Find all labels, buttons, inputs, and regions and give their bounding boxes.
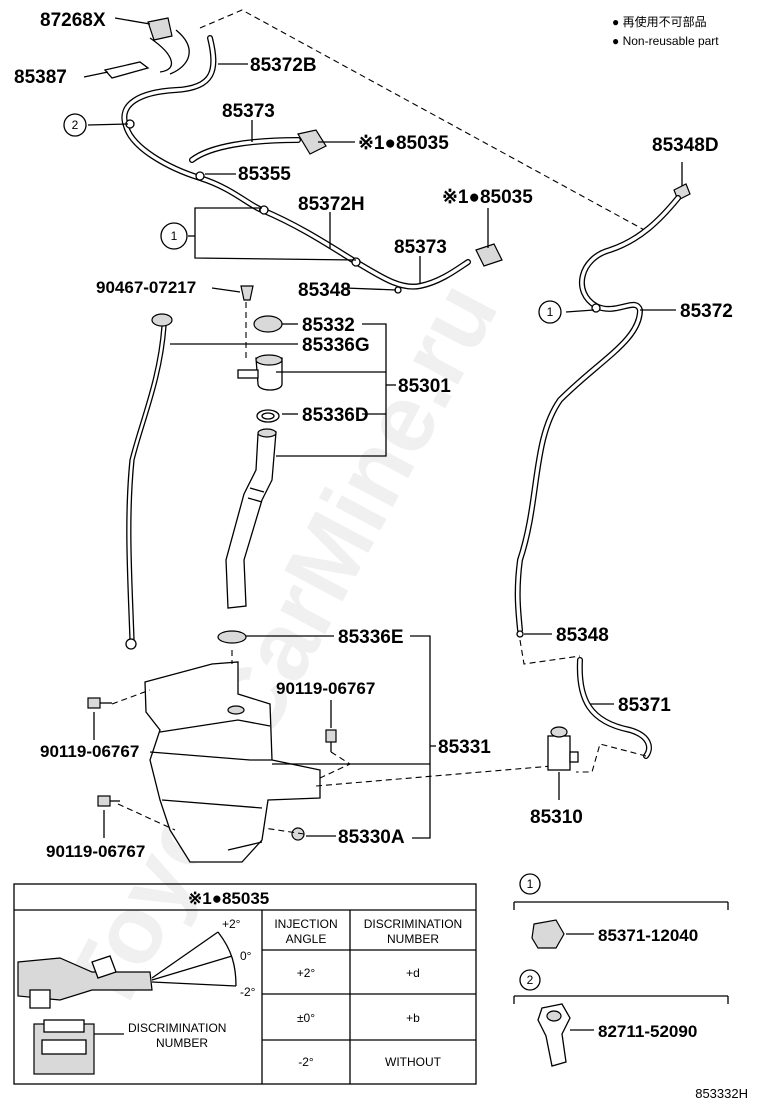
bolt-90119-c	[97, 795, 120, 807]
connector-illustration	[33, 1019, 124, 1075]
label-90467-07217: 90467-07217	[96, 278, 196, 297]
label-85373-lower: 85373	[394, 237, 447, 258]
label-85301: 85301	[398, 376, 451, 397]
tank-body-85331	[144, 661, 321, 863]
clip-90467-07217	[240, 285, 254, 301]
callout-2-upper: 2	[63, 113, 87, 137]
clip-item-2-part: 82711-52090	[598, 1022, 697, 1041]
clamp-87268X	[147, 17, 173, 41]
label-85310: 85310	[530, 807, 583, 828]
bracket-85387	[103, 61, 150, 79]
clip-item-1-callout: 1	[527, 877, 534, 891]
inlet-85336G	[255, 357, 283, 391]
clip-item-2: 2 82711-52090	[519, 969, 697, 1067]
clip-item-1-part: 85371-12040	[598, 926, 698, 945]
callout-2-upper-label: 2	[72, 118, 79, 132]
seal-85336D	[256, 409, 280, 423]
part-labels: 87268X 85387 85372B 85373 ※1●85035 85355…	[14, 10, 733, 861]
row2-angle: ±0°	[297, 1011, 315, 1025]
row1-number: +d	[406, 966, 420, 980]
label-85348-upper: 85348	[298, 280, 351, 301]
clip-item-1: 1 85371-12040	[519, 873, 698, 949]
table-title: ※1●85035	[188, 889, 269, 908]
header-injection-angle-1: INJECTION	[274, 917, 337, 931]
hose-group-outline	[199, 9, 649, 233]
label-85355: 85355	[238, 164, 291, 185]
legend-line-en: ● Non-reusable part	[612, 34, 719, 48]
inlet-assembly	[125, 285, 283, 650]
angle-mark-0: 0°	[240, 949, 252, 963]
label-85035-upper: ※1●85035	[358, 133, 449, 154]
label-85372: 85372	[680, 301, 733, 322]
callout-1-rear-label: 1	[547, 305, 554, 319]
label-85372H: 85372H	[298, 194, 365, 215]
clip-82711-52090	[537, 1003, 571, 1067]
callout-1-upper-label: 1	[171, 229, 178, 243]
rear-hose-assembly	[514, 183, 691, 773]
label-85336E: 85336E	[338, 627, 404, 648]
leaders-rear	[524, 162, 683, 800]
label-85348D: 85348D	[652, 135, 719, 156]
header-injection-angle-2: ANGLE	[286, 932, 327, 946]
clip-panel: 1 85371-12040 2 82711-52090	[513, 873, 729, 1067]
leaders-tank	[93, 635, 436, 839]
callout-1-upper: 1	[160, 222, 188, 250]
label-87268X: 87268X	[40, 10, 106, 31]
label-85331: 85331	[438, 737, 491, 758]
nozzle-85035-upper	[297, 129, 327, 155]
legend: ● 再使用不可部品 ● Non-reusable part	[612, 14, 719, 48]
nozzle-85035-lower	[475, 243, 503, 267]
front-hose-assembly	[103, 17, 503, 294]
nozzle-angle-illustration: +2° 0° -2°	[17, 917, 256, 1009]
label-85371: 85371	[618, 695, 671, 716]
leaders-upper	[83, 17, 489, 291]
level-gauge-cap	[151, 313, 173, 327]
label-85372B: 85372B	[250, 55, 317, 76]
bolt-90119-b	[325, 729, 337, 752]
washer-tank	[144, 661, 321, 863]
label-85035-lower: ※1●85035	[442, 187, 533, 208]
row3-number: WITHOUT	[385, 1055, 442, 1069]
table-frame	[13, 883, 477, 1085]
label-90119-06767-right: 90119-06767	[276, 679, 375, 698]
bolt-90119-a	[87, 697, 112, 709]
label-85336G: 85336G	[302, 335, 370, 356]
row3-angle: -2°	[298, 1055, 314, 1069]
callout-1-rear: 1	[538, 300, 562, 324]
clip-item-2-callout: 2	[527, 973, 534, 987]
cap-85332	[253, 315, 283, 333]
angle-mark-plus2: +2°	[222, 917, 241, 931]
label-90119-06767-bottom: 90119-06767	[46, 842, 145, 861]
discrimination-label-2: NUMBER	[156, 1036, 208, 1050]
clip-85371-12040	[531, 919, 565, 949]
label-85373-upper: 85373	[222, 101, 275, 122]
header-discrimination-2: NUMBER	[387, 932, 439, 946]
label-85336D: 85336D	[302, 405, 369, 426]
row1-angle: +2°	[297, 966, 316, 980]
row2-number: +b	[406, 1011, 420, 1025]
legend-line-jp: ● 再使用不可部品	[612, 14, 707, 29]
grommet-85336E	[217, 630, 247, 644]
nozzle-detail-table: ※1●85035 INJECTION ANGLE DISCRIMINATION …	[13, 883, 477, 1085]
label-85348-rear: 85348	[556, 625, 609, 646]
label-85387: 85387	[14, 67, 67, 88]
label-85332: 85332	[302, 315, 355, 336]
header-discrimination-1: DISCRIMINATION	[364, 917, 462, 931]
leaders-inlet	[170, 287, 396, 637]
discrimination-label-1: DISCRIMINATION	[128, 1021, 226, 1035]
pump-85310	[547, 735, 571, 771]
filler-pipe	[225, 431, 277, 609]
figure-id: 853332H	[695, 1086, 748, 1101]
label-85330A: 85330A	[338, 827, 405, 848]
angle-mark-minus2: -2°	[240, 985, 256, 999]
label-90119-06767-left: 90119-06767	[40, 742, 139, 761]
